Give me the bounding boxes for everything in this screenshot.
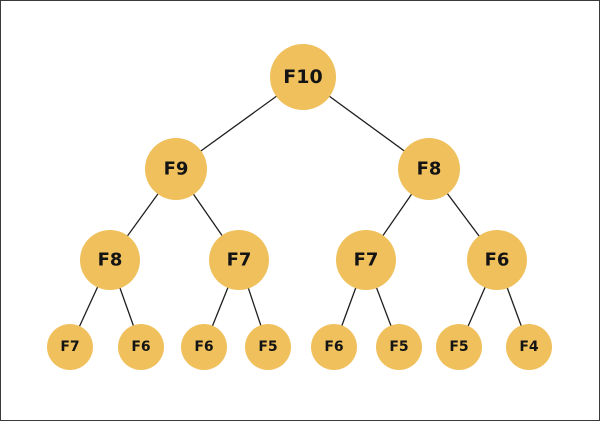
tree-leaf-node: F6 [311,324,357,370]
tree-leaf-node: F5 [376,324,422,370]
node-label: F10 [283,66,322,88]
tree-node: F9 [145,138,207,200]
tree-leaf-node: F4 [506,324,552,370]
node-label: F5 [258,339,277,355]
tree-leaf-node: F6 [181,324,227,370]
node-label: F7 [354,250,379,271]
edges [69,76,530,348]
tree-node: F8 [80,230,140,290]
node-label: F4 [519,339,539,355]
tree-node: F8 [398,138,460,200]
tree-leaf-node: F7 [47,324,93,370]
node-label: F7 [60,339,79,355]
node-label: F7 [227,250,252,271]
node-label: F5 [449,339,468,355]
node-label: F9 [164,159,189,180]
tree-node: F7 [209,230,269,290]
node-label: F8 [98,250,123,271]
node-label: F5 [389,339,408,355]
node-label: F6 [131,339,150,355]
tree-node-root: F10 [270,44,336,110]
node-label: F6 [194,339,213,355]
tree-node: F7 [336,230,396,290]
node-label: F8 [417,159,442,180]
node-label: F6 [485,250,510,271]
tree-leaf-node: F5 [436,324,482,370]
tree-node: F6 [467,230,527,290]
tree-leaf-node: F6 [118,324,164,370]
node-label: F6 [324,339,343,355]
tree-leaf-node: F5 [245,324,291,370]
nodes: F10 F9 F8 F8 F7 F7 [47,44,552,370]
